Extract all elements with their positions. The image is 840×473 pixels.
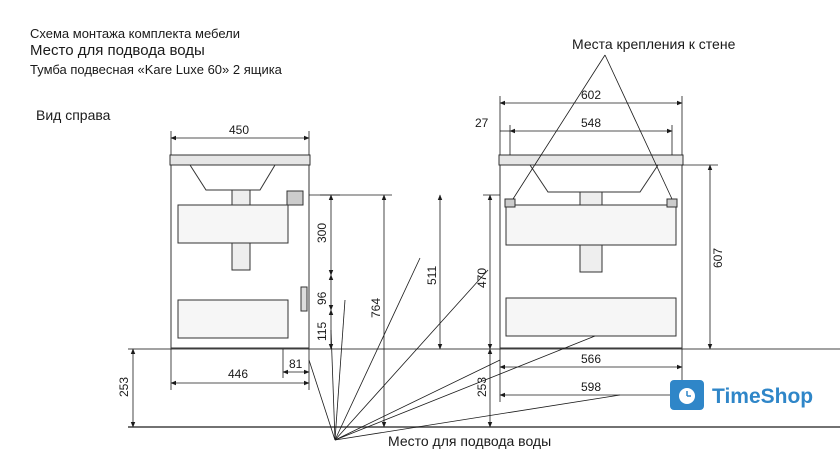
dim-side-300: 300 xyxy=(315,223,329,243)
dim-side-81: 81 xyxy=(289,357,303,371)
front-dimension-lines xyxy=(483,96,718,428)
dim-side-96: 96 xyxy=(315,291,329,305)
logo-text: TimeShop xyxy=(712,385,813,408)
dim-side-446: 446 xyxy=(228,367,248,381)
water-supply-label: Место для подвода воды xyxy=(388,433,551,449)
dim-side-764: 764 xyxy=(369,298,383,318)
dim-side-511: 511 xyxy=(425,266,439,285)
front-cabinet xyxy=(498,154,684,349)
header-line-3: Тумба подвесная «Kare Luxe 60» 2 ящика xyxy=(30,62,282,77)
dim-front-602: 602 xyxy=(581,88,601,102)
timeshop-logo: TimeShop xyxy=(670,380,813,410)
water-supply-pointers xyxy=(308,257,621,441)
side-view-title: Вид справа xyxy=(36,107,111,123)
dim-side-253: 253 xyxy=(117,377,131,397)
dim-front-27: 27 xyxy=(475,116,489,130)
dim-front-566: 566 xyxy=(581,352,601,366)
wall-mount-pointers xyxy=(512,54,673,200)
wall-mounts-label: Места крепления к стене xyxy=(572,36,736,52)
dim-front-548: 548 xyxy=(581,116,601,130)
side-cabinet xyxy=(169,154,311,349)
side-dimension-lines xyxy=(130,131,443,428)
dim-front-253: 253 xyxy=(475,377,489,397)
dim-front-598: 598 xyxy=(581,380,601,394)
header-line-1: Схема монтажа комплекта мебели xyxy=(30,26,240,41)
dim-front-607: 607 xyxy=(711,248,725,268)
header-line-2: Место для подвода воды xyxy=(30,42,205,59)
dim-side-115: 115 xyxy=(315,322,329,341)
dim-side-450: 450 xyxy=(229,123,249,137)
